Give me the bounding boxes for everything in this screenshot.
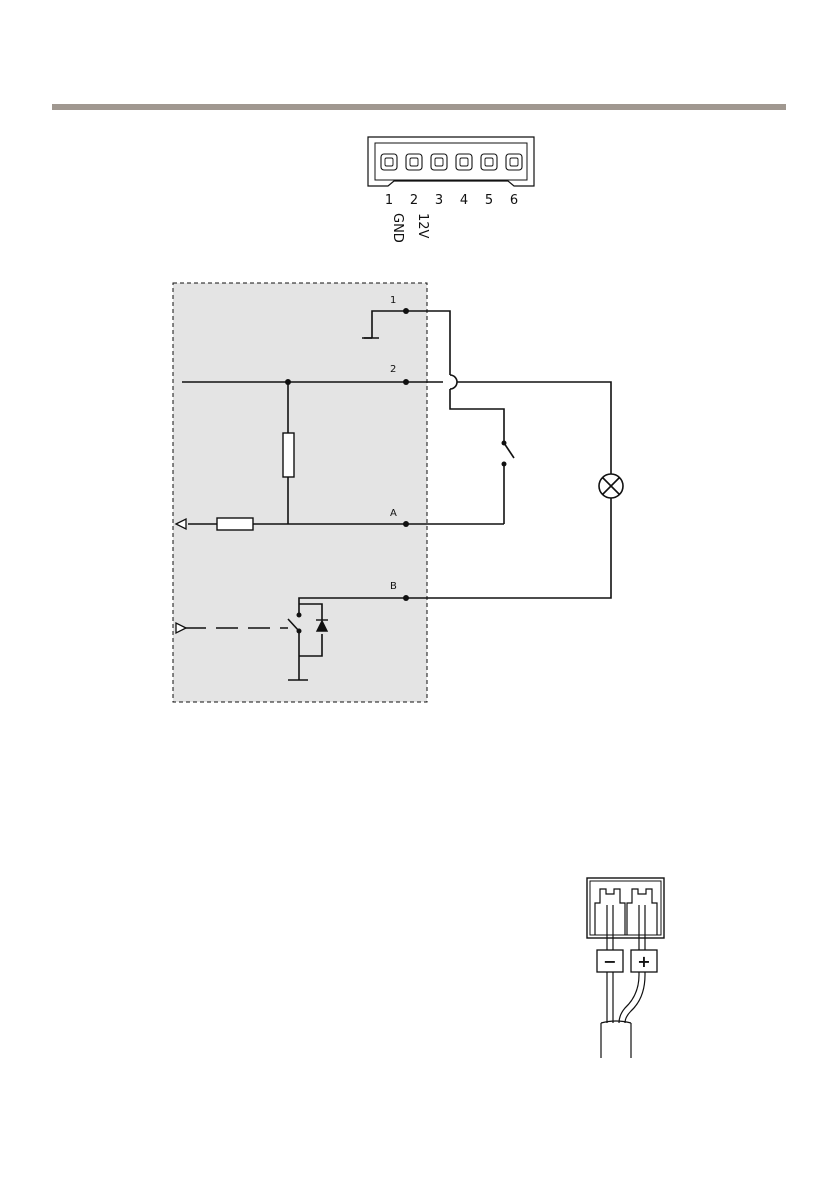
node-label-b: B xyxy=(390,581,397,592)
negative-terminal-label: − xyxy=(603,952,616,971)
pin-function-12v: 12V xyxy=(415,213,430,239)
series-resistor xyxy=(217,518,253,530)
connector-pinout-figure: 1 2 3 4 5 6 GND 12V xyxy=(0,0,839,270)
pin-slot-6 xyxy=(506,154,522,170)
terminal-block xyxy=(587,878,664,938)
io-schematic-diagram: 1 2 A B xyxy=(0,270,839,720)
pin-number-3: 3 xyxy=(435,193,443,208)
pin-slot-2 xyxy=(406,154,422,170)
pin-slot-4 xyxy=(456,154,472,170)
pin-number-2: 2 xyxy=(410,193,418,208)
pullup-resistor xyxy=(283,433,294,477)
pin-number-4: 4 xyxy=(460,193,468,208)
pin-function-labels: GND 12V xyxy=(390,213,430,243)
pin-number-5: 5 xyxy=(485,193,493,208)
pin-slot-3 xyxy=(431,154,447,170)
polarity-labels: − + xyxy=(597,950,657,972)
node-label-a: A xyxy=(390,508,397,519)
node-label-2: 2 xyxy=(390,364,396,375)
power-connector-figure: − + xyxy=(0,860,839,1070)
pin-function-gnd: GND xyxy=(390,213,405,243)
pin-number-6: 6 xyxy=(510,193,518,208)
pin-slot-1 xyxy=(381,154,397,170)
device-boundary xyxy=(173,283,427,702)
pin-number-labels: 1 2 3 4 5 6 xyxy=(385,193,518,208)
positive-terminal-label: + xyxy=(637,952,650,971)
pin-slot-5 xyxy=(481,154,497,170)
pin-number-1: 1 xyxy=(385,193,393,208)
node-label-1: 1 xyxy=(390,295,396,306)
